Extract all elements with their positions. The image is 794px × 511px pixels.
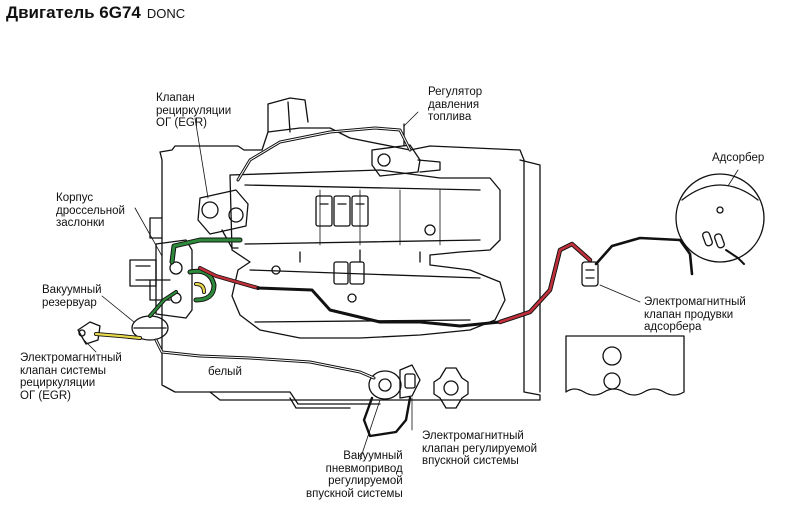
- label-egr-solenoid-line3: рециркуляции: [20, 377, 96, 389]
- engine-block: [149, 97, 541, 401]
- hose-yellow: [194, 282, 206, 294]
- egr-valve: [197, 189, 249, 249]
- hose-intake-loop: [362, 396, 412, 438]
- label-fuel-regulator-line2: давления: [428, 98, 480, 111]
- label-intake-actuator-line3: регулируемой: [328, 475, 403, 487]
- hose-adsorber: [594, 236, 694, 276]
- label-intake-actuator: Вакуумный пневмопривод регулируемой впус…: [306, 450, 403, 500]
- hose-reservoir-green: [148, 290, 178, 318]
- label-intake-solenoid-line1: Электромагнитный: [422, 430, 524, 442]
- label-egr-valve: Клапан рециркуляции ОГ (EGR): [156, 92, 231, 130]
- label-white-hose: белый: [208, 366, 242, 379]
- oil-filler-cap: [433, 367, 469, 409]
- intake-manifold: [229, 169, 506, 339]
- label-intake-actuator-line2: пневмопривод: [325, 462, 403, 475]
- label-fuel-regulator-line1: Регулятор: [428, 86, 483, 98]
- hose-egr-green: [170, 238, 242, 264]
- label-vacuum-reservoir-line2: резервуар: [42, 296, 97, 309]
- label-white-hose-line1: белый: [208, 366, 242, 378]
- title-main: Двигатель 6G74: [6, 3, 141, 22]
- label-intake-actuator-line1: Вакуумный: [343, 450, 403, 462]
- throttle-body: [129, 239, 193, 319]
- label-throttle-body-line1: Корпус: [56, 192, 94, 204]
- bottom-plate: [209, 391, 381, 409]
- label-fuel-regulator-line3: топлива: [428, 111, 472, 123]
- page-title: Двигатель 6G74 DONC: [6, 3, 185, 23]
- label-intake-solenoid-line2: клапан регулируемой: [422, 442, 538, 455]
- label-egr-solenoid-line4: ОГ (EGR): [20, 389, 71, 402]
- leader-lines: [83, 111, 739, 461]
- label-vacuum-reservoir-line1: Вакуумный: [42, 284, 102, 296]
- fuel-pressure-regulator: [371, 123, 441, 177]
- side-panel: [565, 335, 685, 396]
- hose-fuel-regulator-inner: [237, 127, 411, 181]
- label-purge-solenoid-line1: Электромагнитный: [644, 296, 746, 308]
- label-adsorber-line1: Адсорбер: [712, 152, 765, 164]
- intake-actuator: [368, 364, 421, 400]
- label-egr-solenoid-line2: клапан системы: [20, 364, 107, 377]
- purge-solenoid: [581, 261, 599, 287]
- label-purge-solenoid-line3: адсорбера: [644, 321, 702, 333]
- label-purge-solenoid-line2: клапан продувки: [644, 308, 734, 321]
- label-fuel-regulator: Регулятор давления топлива: [428, 86, 482, 124]
- label-egr-solenoid-line1: Электромагнитный: [20, 352, 122, 364]
- hose-red-short: [198, 266, 260, 290]
- label-throttle-body-line3: заслонки: [56, 217, 105, 229]
- label-vacuum-reservoir: Вакуумный резервуар: [42, 284, 102, 309]
- label-intake-solenoid-line3: впускной системы: [422, 455, 519, 467]
- adsorber-canister: [675, 173, 765, 263]
- title-sub: DONC: [146, 6, 186, 21]
- hose-loop-green: [188, 269, 216, 302]
- hose-white-inner: [155, 339, 375, 379]
- label-throttle-body: Корпус дроссельной заслонки: [56, 192, 125, 230]
- label-egr-valve-line1: Клапан: [156, 92, 195, 104]
- label-intake-solenoid: Электромагнитный клапан регулируемой впу…: [422, 430, 537, 468]
- label-throttle-body-line2: дроссельной: [56, 204, 125, 217]
- label-egr-valve-line3: ОГ (EGR): [156, 117, 207, 129]
- hose-purge-red: [498, 242, 592, 324]
- hose-adsorber-outlet: [725, 249, 745, 265]
- label-adsorber: Адсорбер: [712, 152, 764, 165]
- manifold-connectors: [271, 195, 436, 303]
- hose-purge-red-outline: [497, 241, 593, 325]
- hose-purge-black: [256, 286, 502, 328]
- label-egr-valve-line2: рециркуляции: [156, 104, 232, 117]
- label-intake-actuator-line4: впускной системы: [306, 487, 403, 500]
- hose-egr-sol-yellow: [94, 332, 142, 340]
- label-purge-solenoid: Электромагнитный клапан продувки адсорбе…: [644, 296, 746, 334]
- label-egr-solenoid: Электромагнитный клапан системы рециркул…: [20, 352, 122, 402]
